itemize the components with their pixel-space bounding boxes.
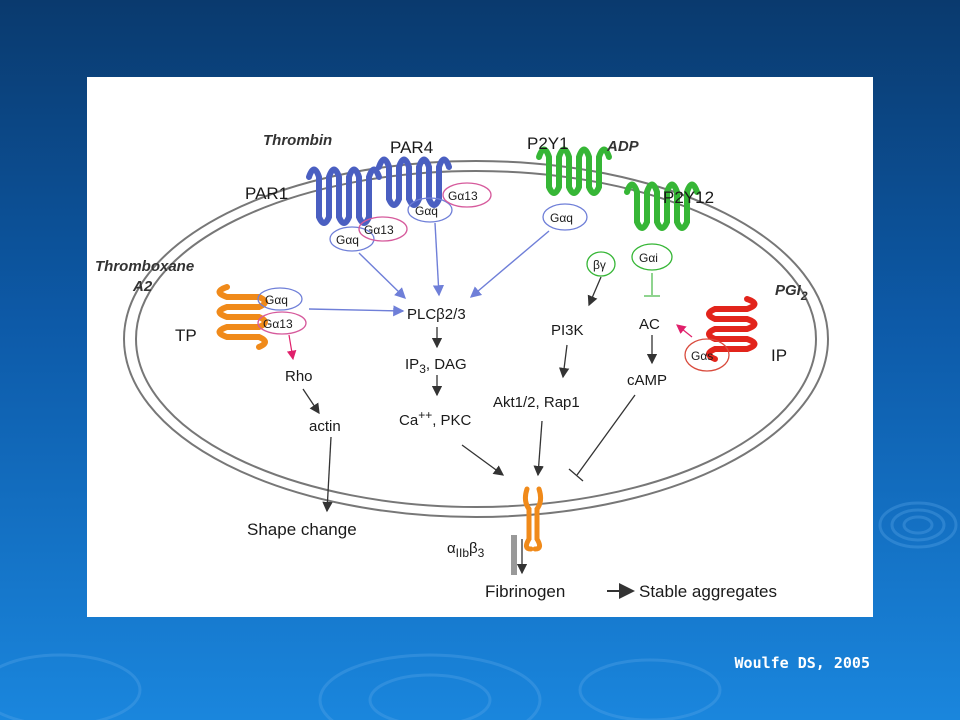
pi3k-label: PI3K xyxy=(551,322,584,339)
par4-ga13-label: Gα13 xyxy=(448,189,478,203)
par4-receptor-icon xyxy=(376,156,452,208)
p2y12-bg-oval xyxy=(586,251,616,277)
ip-gas-oval xyxy=(684,338,730,372)
p2y12-receptor-icon xyxy=(624,181,700,231)
signaling-diagram: Thrombin ADP Thromboxane A2 PGI2 PAR1 PA… xyxy=(95,132,829,601)
actin-label: actin xyxy=(309,418,341,435)
arrow-actin-shape xyxy=(322,436,333,513)
thrombin-label: Thrombin xyxy=(263,132,332,149)
p2y1-gaq-label: Gαq xyxy=(550,211,573,225)
arrow-pi3k-akt xyxy=(558,344,570,379)
inhibit-camp-integrin xyxy=(576,394,636,476)
par1-label: PAR1 xyxy=(245,184,288,203)
thromboxane-label-2: A2 xyxy=(132,278,153,295)
cell-membrane-outer xyxy=(123,160,829,518)
arrow-p2y1-plc xyxy=(469,230,550,298)
par1-receptor-icon xyxy=(306,166,382,226)
arrow-ca-integrin xyxy=(461,444,505,476)
akt-rap1-label: Akt1/2, Rap1 xyxy=(493,394,580,411)
tp-gaq-oval xyxy=(257,287,303,311)
tp-ga13-oval xyxy=(257,311,307,335)
stable-aggregates-label: Stable aggregates xyxy=(639,582,777,601)
par4-label: PAR4 xyxy=(390,138,433,157)
integrin-label: αIIbβ3 xyxy=(447,540,485,560)
par1-ga13-oval xyxy=(358,216,408,242)
arrow-gas-ac xyxy=(676,324,693,338)
ip-gas-label: Gαs xyxy=(691,349,713,363)
arrow-par1-plc xyxy=(358,252,407,299)
par1-ga13-label: Gα13 xyxy=(364,223,394,237)
arrow-akt-integrin xyxy=(533,420,544,477)
adp-label: ADP xyxy=(606,138,640,155)
arrow-bg-pi3k xyxy=(587,276,602,307)
ip3-dag-label: IP3, DAG xyxy=(405,356,467,376)
shape-change-label: Shape change xyxy=(247,520,357,539)
ca-pkc-label: Ca++, PKC xyxy=(399,408,472,429)
p2y1-gaq-oval xyxy=(542,203,588,231)
rho-label: Rho xyxy=(285,368,313,385)
par4-gaq-label: Gαq xyxy=(415,204,438,218)
arrow-tp-plc xyxy=(308,305,405,317)
ac-label: AC xyxy=(639,316,660,333)
p2y1-label: P2Y1 xyxy=(527,134,569,153)
par4-gaq-oval xyxy=(407,197,453,223)
thromboxane-label: Thromboxane xyxy=(95,258,194,275)
tp-receptor-icon xyxy=(216,284,268,350)
tp-gaq-label: Gαq xyxy=(265,293,288,307)
pgi2-label: PGI2 xyxy=(775,282,808,303)
citation: Woulfe DS, 2005 xyxy=(734,654,870,672)
arrow-rho-actin xyxy=(302,388,320,415)
plc-label: PLCβ2/3 xyxy=(407,306,466,323)
figure-panel: Thrombin ADP Thromboxane A2 PGI2 PAR1 PA… xyxy=(87,77,873,617)
integrin-bar xyxy=(511,535,517,575)
par1-gaq-label: Gαq xyxy=(336,233,359,247)
p2y12-gai-label: Gαi xyxy=(639,251,658,265)
p2y1-receptor-icon xyxy=(536,146,612,196)
ip-label: IP xyxy=(771,346,787,365)
par1-gaq-oval xyxy=(329,226,375,252)
integrin-icon xyxy=(522,486,544,552)
arrow-ga13-rho xyxy=(286,334,297,361)
p2y12-gai-oval xyxy=(631,243,673,271)
fibrinogen-label: Fibrinogen xyxy=(485,582,565,601)
par4-ga13-oval xyxy=(442,182,492,208)
ip-receptor-icon xyxy=(706,296,758,362)
cell-membrane-inner xyxy=(135,170,817,508)
p2y12-bg-label: βγ xyxy=(593,258,606,272)
tp-label: TP xyxy=(175,326,197,345)
inhibit-gai-ac xyxy=(644,273,660,297)
arrow-par4-plc xyxy=(432,222,445,297)
camp-label: cAMP xyxy=(627,372,667,389)
p2y12-label: P2Y12 xyxy=(663,188,714,207)
tp-ga13-label: Gα13 xyxy=(263,317,293,331)
